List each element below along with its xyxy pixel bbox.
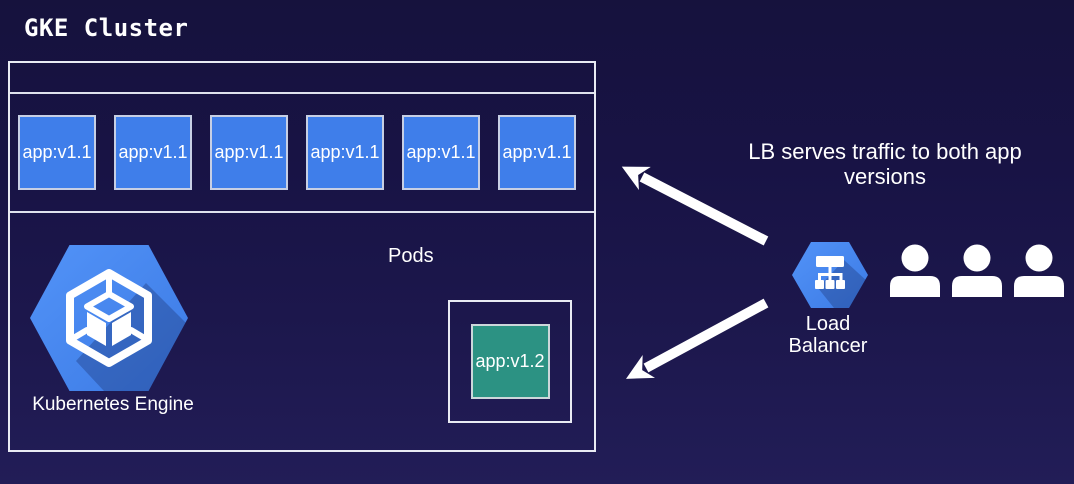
pod-v1-1: app:v1.1 (306, 115, 384, 190)
lb-annotation: LB serves traffic to both app versions (697, 139, 1073, 189)
pod-v1-1: app:v1.1 (210, 115, 288, 190)
user-icon (1014, 244, 1064, 297)
gke-cluster-box: app:v1.1 app:v1.1 app:v1.1 app:v1.1 app:… (8, 61, 596, 452)
cluster-header-strip (10, 63, 594, 94)
pod-v1-1: app:v1.1 (498, 115, 576, 190)
kubernetes-engine-label: Kubernetes Engine (32, 394, 194, 415)
lb-annotation-line2: versions (844, 164, 926, 189)
pods-label: Pods (388, 245, 434, 267)
pod-v1-1: app:v1.1 (402, 115, 480, 190)
load-balancer-label: Load Balancer (788, 313, 868, 357)
user-icon (890, 244, 940, 297)
pod-v1-1: app:v1.1 (18, 115, 96, 190)
pod-v2-container: app:v1.2 (448, 300, 572, 423)
pod-v1-2: app:v1.2 (470, 324, 550, 399)
pod-v1-1: app:v1.1 (114, 115, 192, 190)
lb-annotation-line1: LB serves traffic to both app (748, 139, 1022, 164)
user-icon (952, 244, 1002, 297)
diagram-title: GKE Cluster (24, 14, 189, 42)
kubernetes-engine-icon (30, 245, 188, 391)
load-balancer-icon (792, 242, 868, 308)
users-group (889, 244, 1065, 298)
node-pods-row: app:v1.1 app:v1.1 app:v1.1 app:v1.1 app:… (10, 94, 594, 213)
